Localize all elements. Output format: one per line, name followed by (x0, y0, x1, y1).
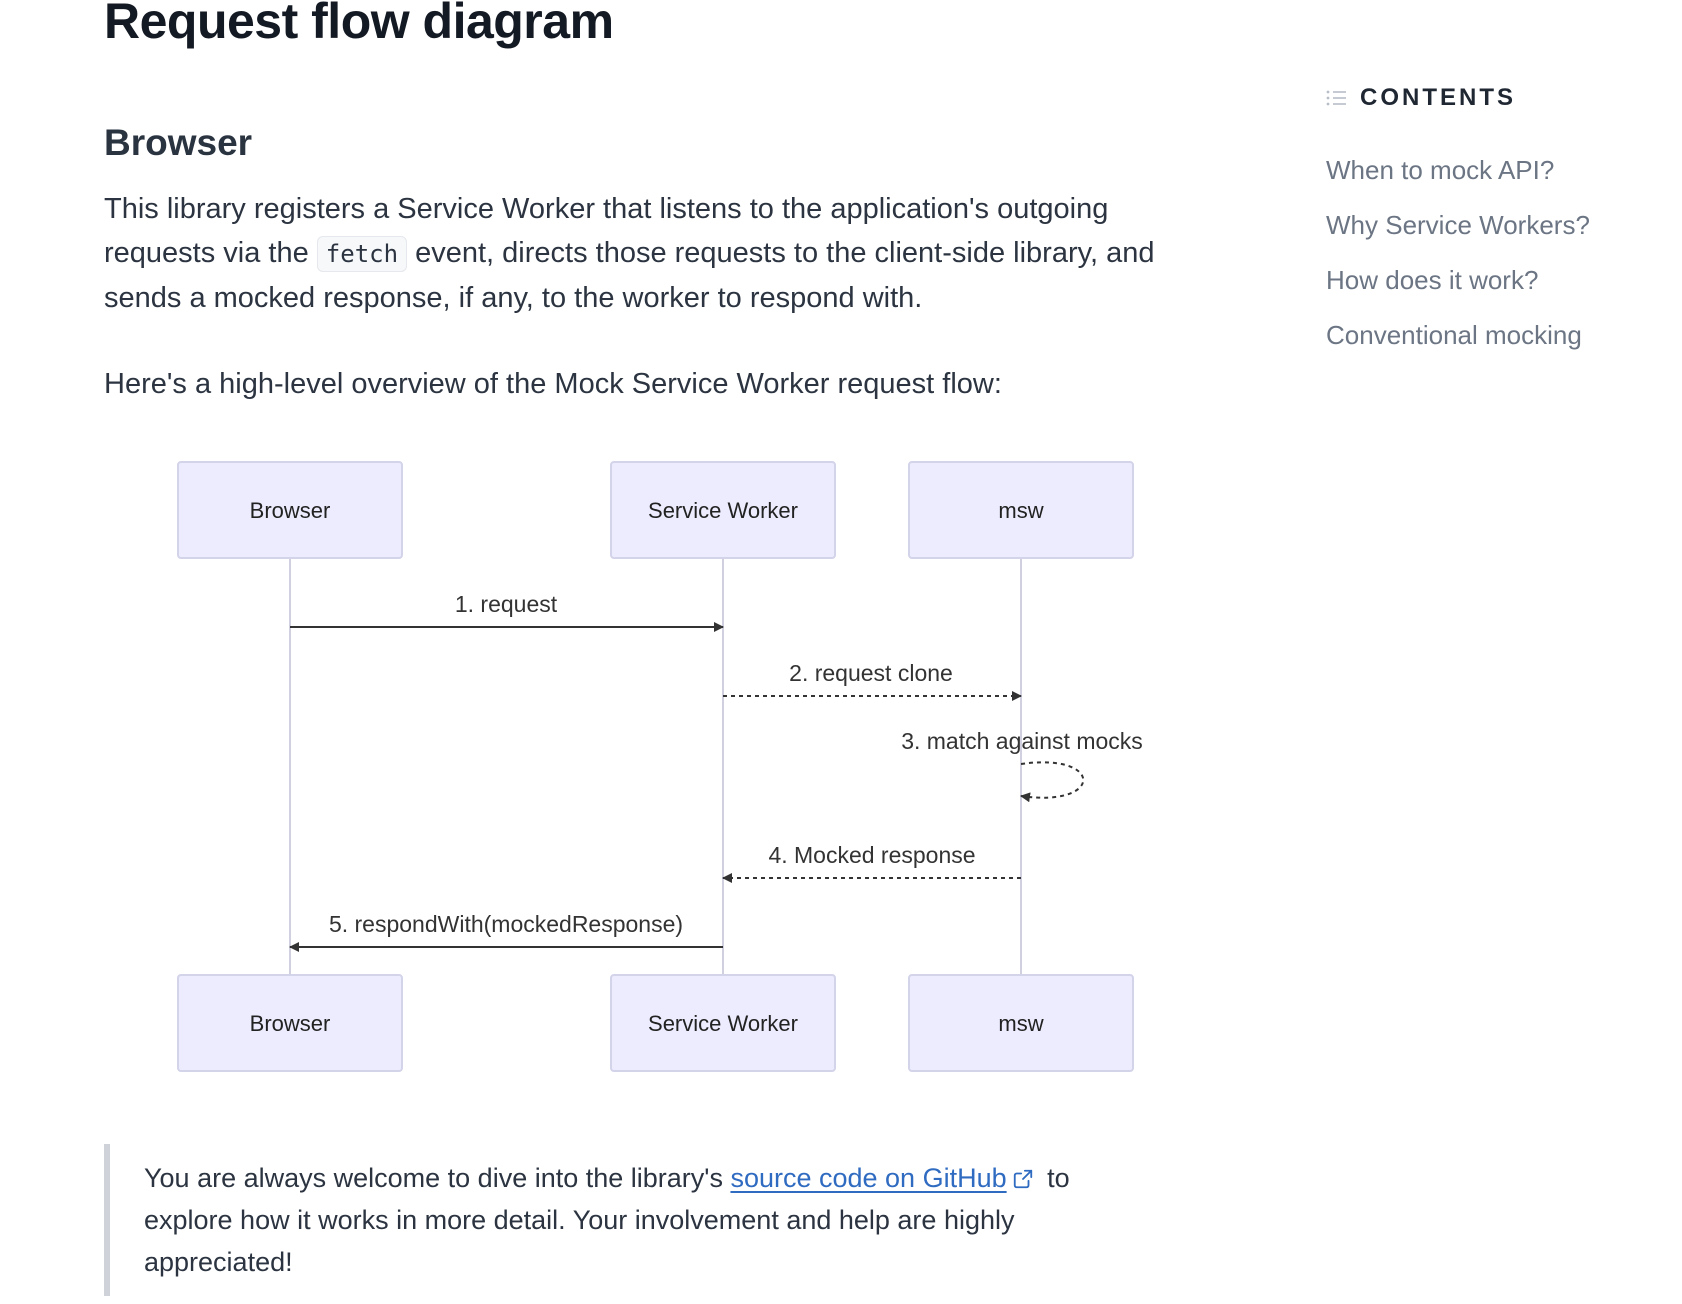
participant-bottom-service-worker: Service Worker (610, 974, 836, 1072)
inline-code-fetch: fetch (316, 236, 408, 272)
overview-paragraph: Here's a high-level overview of the Mock… (104, 368, 1002, 400)
intro-text-end: event, directs those requests to the cli… (104, 237, 1155, 314)
message-3: 3. match against mocks (901, 728, 1143, 803)
participant-label: Service Worker (648, 1011, 798, 1036)
participant-label: Browser (250, 1011, 331, 1036)
toc-link-why-service-workers[interactable]: Why Service Workers? (1326, 210, 1590, 240)
toc-link-how-does-it-work[interactable]: How does it work? (1326, 265, 1539, 295)
intro-paragraph: This library registers a Service Worker … (104, 187, 1204, 320)
participant-label: msw (998, 1011, 1043, 1036)
callout-blockquote: You are always welcome to dive into the … (104, 1144, 1104, 1296)
toc-link-conventional-mocking[interactable]: Conventional mocking (1326, 320, 1582, 350)
sequence-diagram: Browser Service Worker msw 1. request 2.… (177, 461, 1143, 1072)
participant-bottom-browser: Browser (177, 974, 403, 1072)
message-4: 4. Mocked response (722, 842, 1021, 883)
page-title: Request flow diagram (104, 0, 614, 49)
message-label: 2. request clone (789, 660, 953, 686)
table-of-contents: CONTENTS When to mock API? Why Service W… (1326, 80, 1666, 350)
message-label: 4. Mocked response (768, 842, 975, 868)
toc-title: CONTENTS (1360, 84, 1516, 111)
participant-label: Browser (250, 498, 331, 523)
github-source-link[interactable]: source code on GitHub (730, 1163, 1007, 1193)
participant-label: Service Worker (648, 498, 798, 523)
self-loop-arrow (1020, 761, 1084, 803)
participant-top-msw: msw (908, 461, 1134, 559)
message-2: 2. request clone (723, 660, 1022, 701)
message-label: 1. request (455, 591, 558, 617)
participant-top-browser: Browser (177, 461, 403, 559)
participant-bottom-msw: msw (908, 974, 1134, 1072)
message-5: 5. respondWith(mockedResponse) (289, 911, 723, 952)
toc-link-when-to-mock[interactable]: When to mock API? (1326, 155, 1555, 185)
toc-list: When to mock API? Why Service Workers? H… (1326, 152, 1590, 372)
message-1: 1. request (290, 591, 724, 632)
list-icon (1326, 90, 1346, 106)
participant-label: msw (998, 498, 1043, 523)
intro-text-start: This library registers a Service Worker … (104, 193, 1109, 269)
callout-text-end: to explore how it works in more detail. … (144, 1163, 1070, 1277)
message-label: 3. match against mocks (901, 728, 1143, 754)
callout-text: You are always welcome to dive into the … (144, 1144, 1104, 1283)
participant-top-service-worker: Service Worker (610, 461, 836, 559)
callout-text-start: You are always welcome to dive into the … (144, 1163, 731, 1193)
toc-header: CONTENTS (1326, 80, 1666, 116)
message-label: 5. respondWith(mockedResponse) (329, 911, 683, 937)
section-heading-browser: Browser (104, 122, 253, 163)
external-link-icon[interactable] (1012, 1168, 1034, 1190)
